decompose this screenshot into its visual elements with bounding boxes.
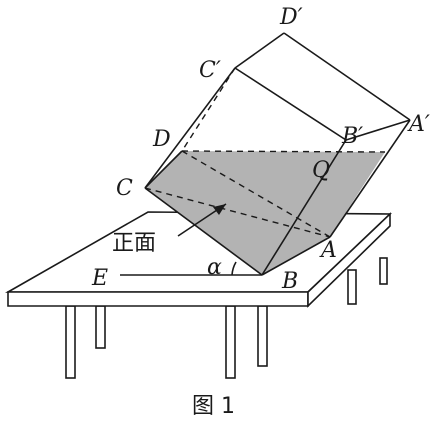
table-leg-front-left-2 [95,305,106,349]
edge-Cprime-Dprime [234,32,285,69]
edge-B-A [261,236,331,276]
table-leg-front-right [225,305,236,379]
angle-marker [120,261,262,276]
label-C: C [116,176,133,201]
angle-arc [231,261,237,276]
table-top-front-edge [7,291,309,307]
edge-C-Q [144,187,331,238]
front-face-arrowhead [213,204,226,215]
water-edge-C-D [144,150,183,189]
table-leg-front-left [65,305,76,379]
label-A-prime: A′ [407,112,430,137]
cube-edges [144,32,411,276]
label-A: A [319,238,337,263]
edge-Cprime-D [181,67,236,152]
front-face-pointer [177,203,227,237]
figure-caption: 图 1 [192,394,235,419]
edge-Cprime-Bprime [234,67,347,141]
edge-Bprime-Aprime [345,119,411,141]
edge-Bprime-B [261,139,347,276]
table-leg-front-right-2 [257,305,268,367]
edge-Aprime-A [329,119,411,238]
label-B-prime: B′ [341,124,363,149]
label-C-prime: C′ [199,58,221,83]
edge-D-Bprime [181,150,386,153]
water-region [145,151,385,275]
label-D-prime: D′ [279,5,303,30]
label-E: E [91,266,108,291]
water-surface [145,151,385,275]
labels: D′ C′ A′ B′ D Q C A B E α 正面 [91,5,430,294]
label-front-face: 正面 [112,231,156,256]
label-alpha: α [207,255,222,280]
edge-C-B [144,187,263,276]
hidden-edges [144,67,386,238]
table-leg-back-right-2 [379,257,388,285]
edge-Dprime-Aprime [283,32,411,121]
label-B: B [281,269,298,294]
table-top-side-edge [307,212,391,308]
edge-Cprime-C [144,67,236,189]
table-leg-back-right [347,269,357,305]
label-Q: Q [312,158,330,183]
label-D: D [152,127,171,152]
